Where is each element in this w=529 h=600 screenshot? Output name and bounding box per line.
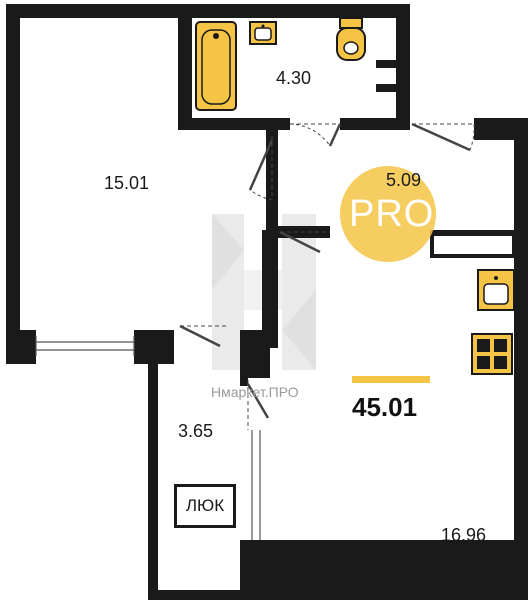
bathroom-area: 4.30 [276,68,312,88]
hallway-area: 5.09 [386,170,422,190]
toilet-icon [336,17,366,61]
walls [6,4,528,600]
total-area: 45.01 [352,392,418,422]
balcony-area: 3.65 [178,421,214,441]
stove-icon [471,333,513,375]
total-area-accent-bar [352,376,430,383]
kitchen-area: 16.96 [441,525,487,545]
watermark-text: Нмаркет.ПРО [211,384,299,400]
windows [35,336,261,540]
living-room-area: 15.01 [104,173,150,193]
doors [179,122,475,430]
sink-icon [249,21,277,45]
pro-badge-text: PRO [349,193,435,235]
bathtub-icon [195,21,237,111]
kitchen-counter [434,236,512,254]
hatch-label: ЛЮК [185,496,225,515]
hatch-box: ЛЮК [174,484,236,528]
watermark-logo [212,214,316,370]
pro-badge-circle [340,166,436,262]
kitchen-sink-icon [477,269,515,311]
